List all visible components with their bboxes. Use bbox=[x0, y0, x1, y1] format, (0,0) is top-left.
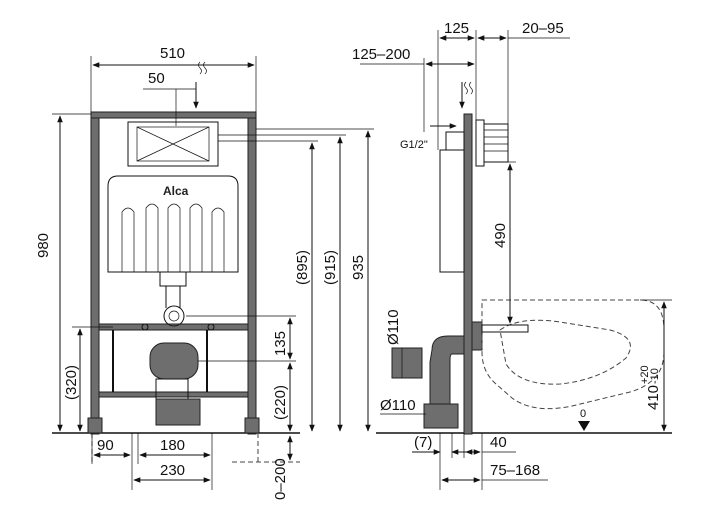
dim-410-label: 410 bbox=[645, 385, 662, 410]
side-view: 125 20–95 125–200 G1/2" 490 Ø110 Ø110 0 … bbox=[352, 20, 672, 490]
flush-pipe bbox=[165, 286, 181, 308]
cistern-rib-5 bbox=[211, 207, 225, 272]
dim-40-label: 40 bbox=[490, 434, 507, 451]
flush-pipe-outlet-inner bbox=[168, 310, 180, 322]
drain-elbow bbox=[149, 342, 199, 380]
flush-plate bbox=[127, 121, 219, 167]
toilet-bowl-inner bbox=[499, 319, 631, 385]
cistern-rib-2 bbox=[145, 203, 159, 272]
dim-230-label: 230 bbox=[160, 462, 185, 479]
dim-7-label: (7) bbox=[414, 434, 432, 451]
toilet-bowl-outline bbox=[481, 299, 665, 410]
side-flush-valve bbox=[483, 123, 509, 163]
floor-zero-marker-icon bbox=[578, 421, 590, 431]
dim-915-label: (915) bbox=[322, 250, 339, 285]
cistern-rib-3 bbox=[167, 203, 181, 272]
dim-135-label: 135 bbox=[272, 331, 289, 356]
drain-pipe-lower bbox=[155, 398, 201, 426]
flush-plate-inner bbox=[136, 126, 210, 162]
dim-125-200-label: 125–200 bbox=[352, 46, 410, 63]
side-drain-elbow bbox=[429, 335, 465, 407]
frame-foot-left bbox=[87, 417, 103, 434]
pipe-diameter-top-label: Ø110 bbox=[385, 309, 402, 345]
dim-510-label: 510 bbox=[160, 45, 185, 62]
side-cistern-body bbox=[439, 149, 465, 273]
dim-490-label: 490 bbox=[492, 223, 509, 248]
mount-bolt-right bbox=[207, 323, 215, 331]
flush-plate-diagonal-b bbox=[136, 126, 210, 162]
dim-125-label: 125 bbox=[444, 20, 469, 37]
dim-895-label: (895) bbox=[294, 250, 311, 285]
mount-bolt-left bbox=[141, 323, 149, 331]
frame-crossbar-bottom bbox=[98, 391, 249, 398]
dim-90-label: 90 bbox=[97, 437, 114, 454]
cistern-rib-4 bbox=[189, 203, 203, 272]
frame-top-bar bbox=[90, 111, 257, 119]
side-flush-connector bbox=[481, 324, 529, 333]
dim-410-tolerance-plus: +20 bbox=[639, 365, 651, 384]
frame-post-right bbox=[247, 113, 257, 435]
side-cistern-top-fitting bbox=[445, 131, 465, 151]
side-frame-post bbox=[463, 113, 473, 435]
dim-980-label: 980 bbox=[35, 233, 52, 258]
dim-180-label: 180 bbox=[160, 437, 185, 454]
water-symbol-icon bbox=[198, 61, 207, 75]
dim-75-168-label: 75–168 bbox=[490, 462, 540, 479]
flush-pipe-connector bbox=[159, 271, 187, 287]
floor-zero-label: 0 bbox=[580, 408, 586, 420]
side-mount-plate bbox=[475, 119, 485, 167]
front-view: Alca 510 50 980 (320 bbox=[35, 45, 374, 500]
side-drain-socket bbox=[423, 403, 459, 429]
cistern-body bbox=[107, 175, 239, 273]
dim-935-label: 935 bbox=[350, 255, 367, 280]
side-bracket bbox=[471, 321, 483, 351]
dim-50-label: 50 bbox=[148, 70, 165, 87]
dim-410-tolerance-minus: -10 bbox=[649, 368, 661, 384]
thread-size-label: G1/2" bbox=[400, 139, 428, 151]
dim-20-95-label: 20–95 bbox=[522, 20, 564, 37]
dim-320-label: (320) bbox=[63, 365, 80, 400]
brand-logo: Alca bbox=[163, 184, 189, 198]
side-pipe-piece bbox=[391, 347, 423, 379]
frame-crossbar-middle bbox=[98, 323, 249, 331]
dim-220-label: (220) bbox=[272, 385, 289, 420]
frame-post-left bbox=[90, 113, 100, 435]
flush-pipe-outlet bbox=[163, 305, 185, 327]
frame-foot-right bbox=[244, 417, 260, 434]
pipe-diameter-bottom-label: Ø110 bbox=[380, 397, 416, 414]
cistern-rib-1 bbox=[121, 207, 135, 272]
side-water-symbol-icon bbox=[464, 81, 473, 95]
dim-0-200-label: 0–200 bbox=[272, 458, 289, 500]
